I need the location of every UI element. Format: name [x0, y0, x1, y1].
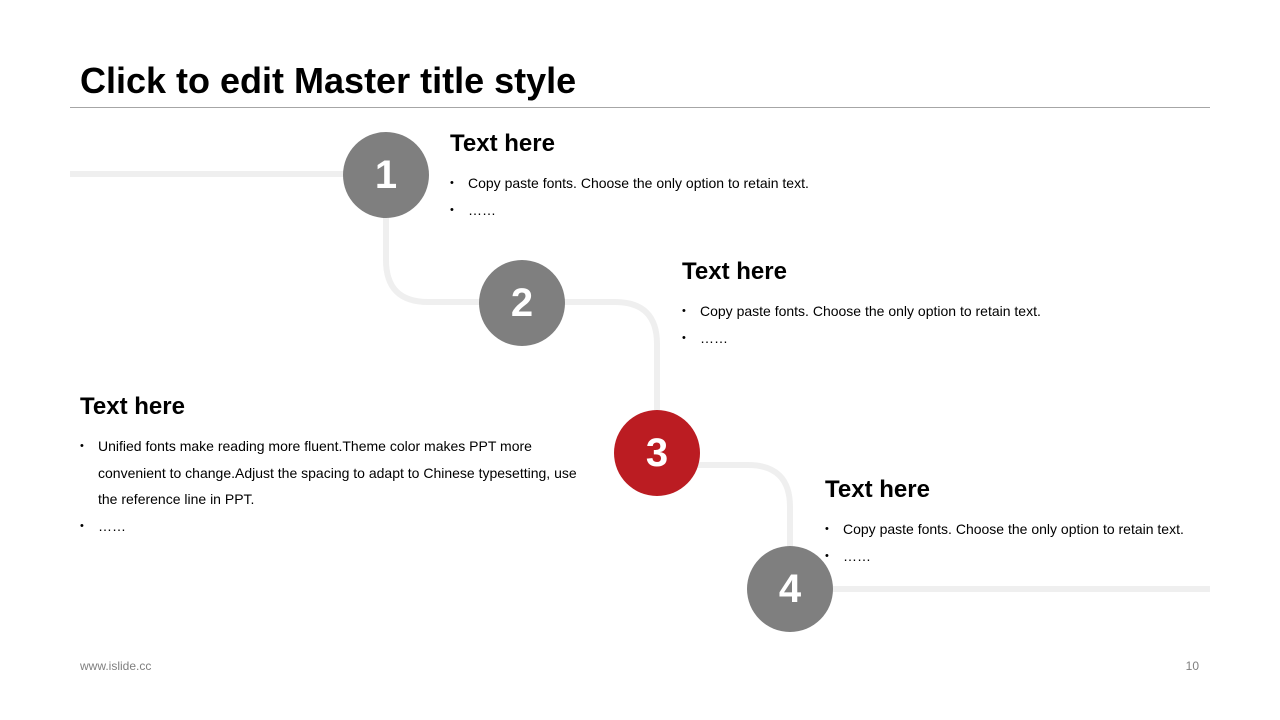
step-2-circle: 2 [479, 260, 565, 346]
bullet: …… [80, 513, 580, 540]
bullet: …… [825, 543, 1184, 570]
step-4-circle: 4 [747, 546, 833, 632]
footer-site: www.islide.cc [80, 659, 152, 673]
bullet: Copy paste fonts. Choose the only option… [450, 170, 809, 197]
bullet: Copy paste fonts. Choose the only option… [825, 516, 1184, 543]
bullet: Copy paste fonts. Choose the only option… [682, 298, 1041, 325]
step-heading: Text here [450, 130, 555, 157]
step-4-text: Text here Copy paste fonts. Choose the o… [825, 476, 1184, 569]
timeline-line [70, 171, 1210, 592]
step-2-text: Text here Copy paste fonts. Choose the o… [682, 258, 1041, 351]
step-heading: Text here [682, 258, 787, 285]
step-heading: Text here [825, 476, 930, 503]
step-3-circle: 3 [614, 410, 700, 496]
bullet: …… [682, 325, 1041, 352]
slide-title: Click to edit Master title style [80, 60, 577, 101]
page-number: 10 [1185, 659, 1199, 673]
bullet: Unified fonts make reading more fluent.T… [80, 433, 580, 513]
step-3-text: Text here Unified fonts make reading mor… [80, 393, 580, 539]
title-divider [70, 107, 1210, 108]
step-1-circle: 1 [343, 132, 429, 218]
step-heading: Text here [80, 393, 185, 420]
step-1-text: Text here Copy paste fonts. Choose the o… [450, 130, 809, 223]
bullet: …… [450, 197, 809, 224]
